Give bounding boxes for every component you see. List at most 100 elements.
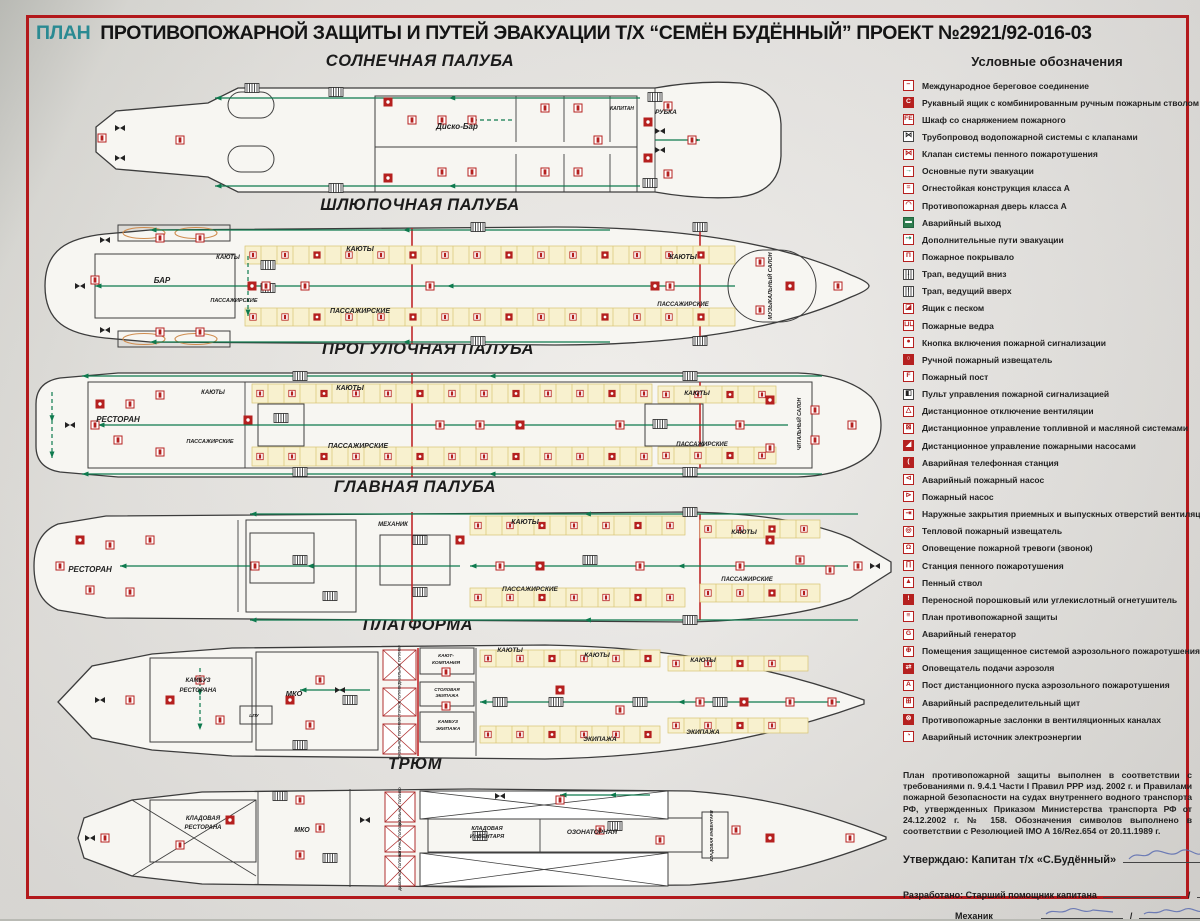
legend-item-label: Тепловой пожарный извещатель bbox=[922, 526, 1063, 537]
legend-symbol-icon: Ω bbox=[903, 542, 914, 554]
legend-symbol-icon: FE bbox=[903, 114, 914, 126]
legend-item-label: Дополнительные пути эвакуации bbox=[922, 234, 1064, 245]
legend-item: →Основные пути эвакуации bbox=[903, 163, 1191, 180]
legend-symbol-icon: ⊠ bbox=[903, 422, 914, 434]
legend-item-label: Аварийный пожарный насос bbox=[922, 474, 1045, 485]
legend-item: ⇄Оповещатель подачи аэрозоля bbox=[903, 660, 1191, 677]
legend-item-label: Пожарные ведра bbox=[922, 320, 994, 331]
legend-symbol-icon: ▲ bbox=[903, 577, 914, 589]
legend-symbol-icon: А bbox=[903, 679, 914, 691]
legend-symbol-icon: ( bbox=[903, 457, 914, 469]
legend-symbol-icon: G bbox=[903, 628, 914, 640]
legend-item-label: Пожарный насос bbox=[922, 491, 994, 502]
legend-item-label: Пожарный пост bbox=[922, 371, 989, 382]
legend-item: ⊞ Аварийный распределительный щит bbox=[903, 694, 1191, 711]
legend-symbol-icon: ◧ bbox=[903, 388, 914, 400]
legend-item: ∏ Станция пенного пожаротушения bbox=[903, 557, 1191, 574]
legend-item-label: Трубопровод водопожарной системы с клапа… bbox=[922, 131, 1138, 142]
mechanic-label: Механик bbox=[955, 911, 993, 921]
legend-item-label: Шкаф со снаряжением пожарного bbox=[922, 114, 1066, 125]
legend-symbol-icon: ⇢ bbox=[903, 234, 914, 246]
legend-item: Ω Оповещение пожарной тревоги (звонок) bbox=[903, 540, 1191, 557]
legend-item-label: Рукавный ящик с комбинированным ручным п… bbox=[922, 97, 1200, 108]
legend-item: (Аварийная телефонная станция bbox=[903, 454, 1191, 471]
legend-item: ↑Трап, ведущий вверх bbox=[903, 283, 1191, 300]
legend-item: ⋈Клапан системы пенного пожаротушения bbox=[903, 146, 1191, 163]
legend-symbol-icon: △ bbox=[903, 405, 914, 417]
legend-item-label: Трап, ведущий вниз bbox=[922, 269, 1007, 280]
legend-item-label: Пульт управления пожарной сигнализацией bbox=[922, 389, 1110, 400]
legend-symbol-icon: − bbox=[903, 80, 914, 92]
legend-symbol-icon: ◪ bbox=[903, 302, 914, 314]
legend-item-label: Огнестойкая конструкция класса А bbox=[922, 183, 1070, 194]
legend-symbol-icon: ⊞ bbox=[903, 697, 914, 709]
legend-symbol-icon: ◔ bbox=[903, 731, 914, 743]
legend-item: G Аварийный генератор bbox=[903, 626, 1191, 643]
legend-item: ↓ Трап, ведущий вниз bbox=[903, 266, 1191, 283]
legend-item: =Огнестойкая конструкция класса А bbox=[903, 180, 1191, 197]
legend-item-label: Ручной пожарный извещатель bbox=[922, 354, 1053, 365]
signature-ink bbox=[1046, 907, 1114, 915]
legend-item-label: Аварийный генератор bbox=[922, 629, 1017, 640]
legend-item: ⋈ Трубопровод водопожарной системы с клап… bbox=[903, 128, 1191, 145]
legend-symbol-icon: ∏ bbox=[903, 560, 914, 571]
legend-item-label: Дистанционное управление топливной и мас… bbox=[922, 423, 1189, 434]
captain-signature-slot bbox=[1123, 849, 1200, 863]
legend-item-label: Аварийный распределительный щит bbox=[922, 697, 1081, 708]
signature-ink bbox=[1128, 849, 1200, 860]
legend-item-label: Противопожарные заслонки в вентиляционны… bbox=[922, 714, 1162, 725]
legend-item-label: Помещения защищенное системой аэрозольно… bbox=[922, 646, 1200, 657]
legend-item-label: Оповещение пожарной тревоги (звонок) bbox=[922, 543, 1093, 554]
developed-label: Разработано: Старший помощник капитана bbox=[903, 890, 1097, 900]
legend-symbol-icon: ↑ bbox=[903, 285, 914, 297]
legend-symbol-icon: ↓ bbox=[903, 268, 914, 280]
legend-item: !Переносной порошковый или углекислотный… bbox=[903, 591, 1191, 608]
legend-item: ⊳ Пожарный насос bbox=[903, 488, 1191, 505]
mechanic-signature-slot bbox=[1041, 905, 1124, 919]
legend-symbol-icon: ⊗ bbox=[903, 714, 914, 726]
legend-symbol-icon: ≡ bbox=[903, 611, 914, 623]
legend-panel: Условные обозначения −Международное бере… bbox=[903, 54, 1200, 745]
deck-title-boat: ШЛЮПОЧНАЯ ПАЛУБА bbox=[320, 196, 520, 214]
legend-item: ◢Дистанционное управление пожарными насо… bbox=[903, 437, 1191, 454]
compliance-note: План противопожарной защиты выполнен в с… bbox=[903, 770, 1192, 836]
legend-item: −Международное береговое соединение bbox=[903, 77, 1191, 94]
deck-title-platform: ПЛАТФОРМА bbox=[362, 616, 474, 634]
legend-symbol-icon: ⋈ bbox=[903, 131, 914, 143]
legend-item-label: Переносной порошковый или углекислотный … bbox=[922, 594, 1178, 605]
legend-symbol-icon: ⊳ bbox=[903, 491, 914, 503]
legend-item: ≡План противопожарной защиты bbox=[903, 608, 1191, 625]
legend-item-label: Международное береговое соединение bbox=[922, 80, 1090, 91]
legend-item-label: Пост дистанционного пуска аэрозольного п… bbox=[922, 680, 1170, 691]
separator: / bbox=[1187, 890, 1191, 900]
deck-title-main: ГЛАВНАЯ ПАЛУБА bbox=[334, 478, 496, 496]
approval-line-captain: Утверждаю: Капитан т/х «С.Будённый» / bbox=[903, 849, 1200, 866]
deck-title-hold: ТРЮМ bbox=[387, 755, 443, 773]
legend-symbol-icon: ◢ bbox=[903, 440, 914, 452]
legend-item: ⊔⊔ Пожарные ведра bbox=[903, 317, 1191, 334]
legend-item-label: Аварийный источник электроэнергии bbox=[922, 731, 1082, 742]
legend-symbol-icon: ⊕ bbox=[903, 645, 914, 657]
legend-symbol-icon: ⊔⊔ bbox=[903, 320, 914, 332]
legend-title: Условные обозначения bbox=[971, 54, 1123, 69]
legend-item-label: Ящик с песком bbox=[922, 303, 985, 314]
poster-title-rest: ПРОТИВОПОЖАРНОЙ ЗАЩИТЫ И ПУТЕЙ ЭВАКУАЦИИ… bbox=[100, 22, 1092, 44]
approval-captain-label: Утверждаю: Капитан т/х «С.Будённый» bbox=[903, 854, 1117, 866]
legend-symbol-icon: ▬ bbox=[903, 217, 914, 229]
approval-line-chief-officer: Разработано: Старший помощник капитана / bbox=[903, 884, 1200, 900]
legend-item-label: Аварийный выход bbox=[922, 217, 1002, 228]
legend-symbol-icon: ⇥ bbox=[903, 508, 914, 520]
legend-item: ⊕ Помещения защищенное системой аэрозольн… bbox=[903, 643, 1200, 660]
separator: / bbox=[1129, 911, 1133, 921]
legend-item: ◎ Тепловой пожарный извещатель bbox=[903, 523, 1191, 540]
legend-item-label: Основные пути эвакуации bbox=[922, 166, 1034, 177]
legend-item-label: Станция пенного пожаротушения bbox=[922, 560, 1064, 571]
legend-item-label: Кнопка включения пожарной сигнализации bbox=[922, 337, 1106, 348]
legend-item: А Пост дистанционного пуска аэрозольного … bbox=[903, 677, 1191, 694]
legend-symbol-icon: ◎ bbox=[903, 525, 914, 537]
legend-symbol-icon: ○ bbox=[903, 354, 914, 366]
